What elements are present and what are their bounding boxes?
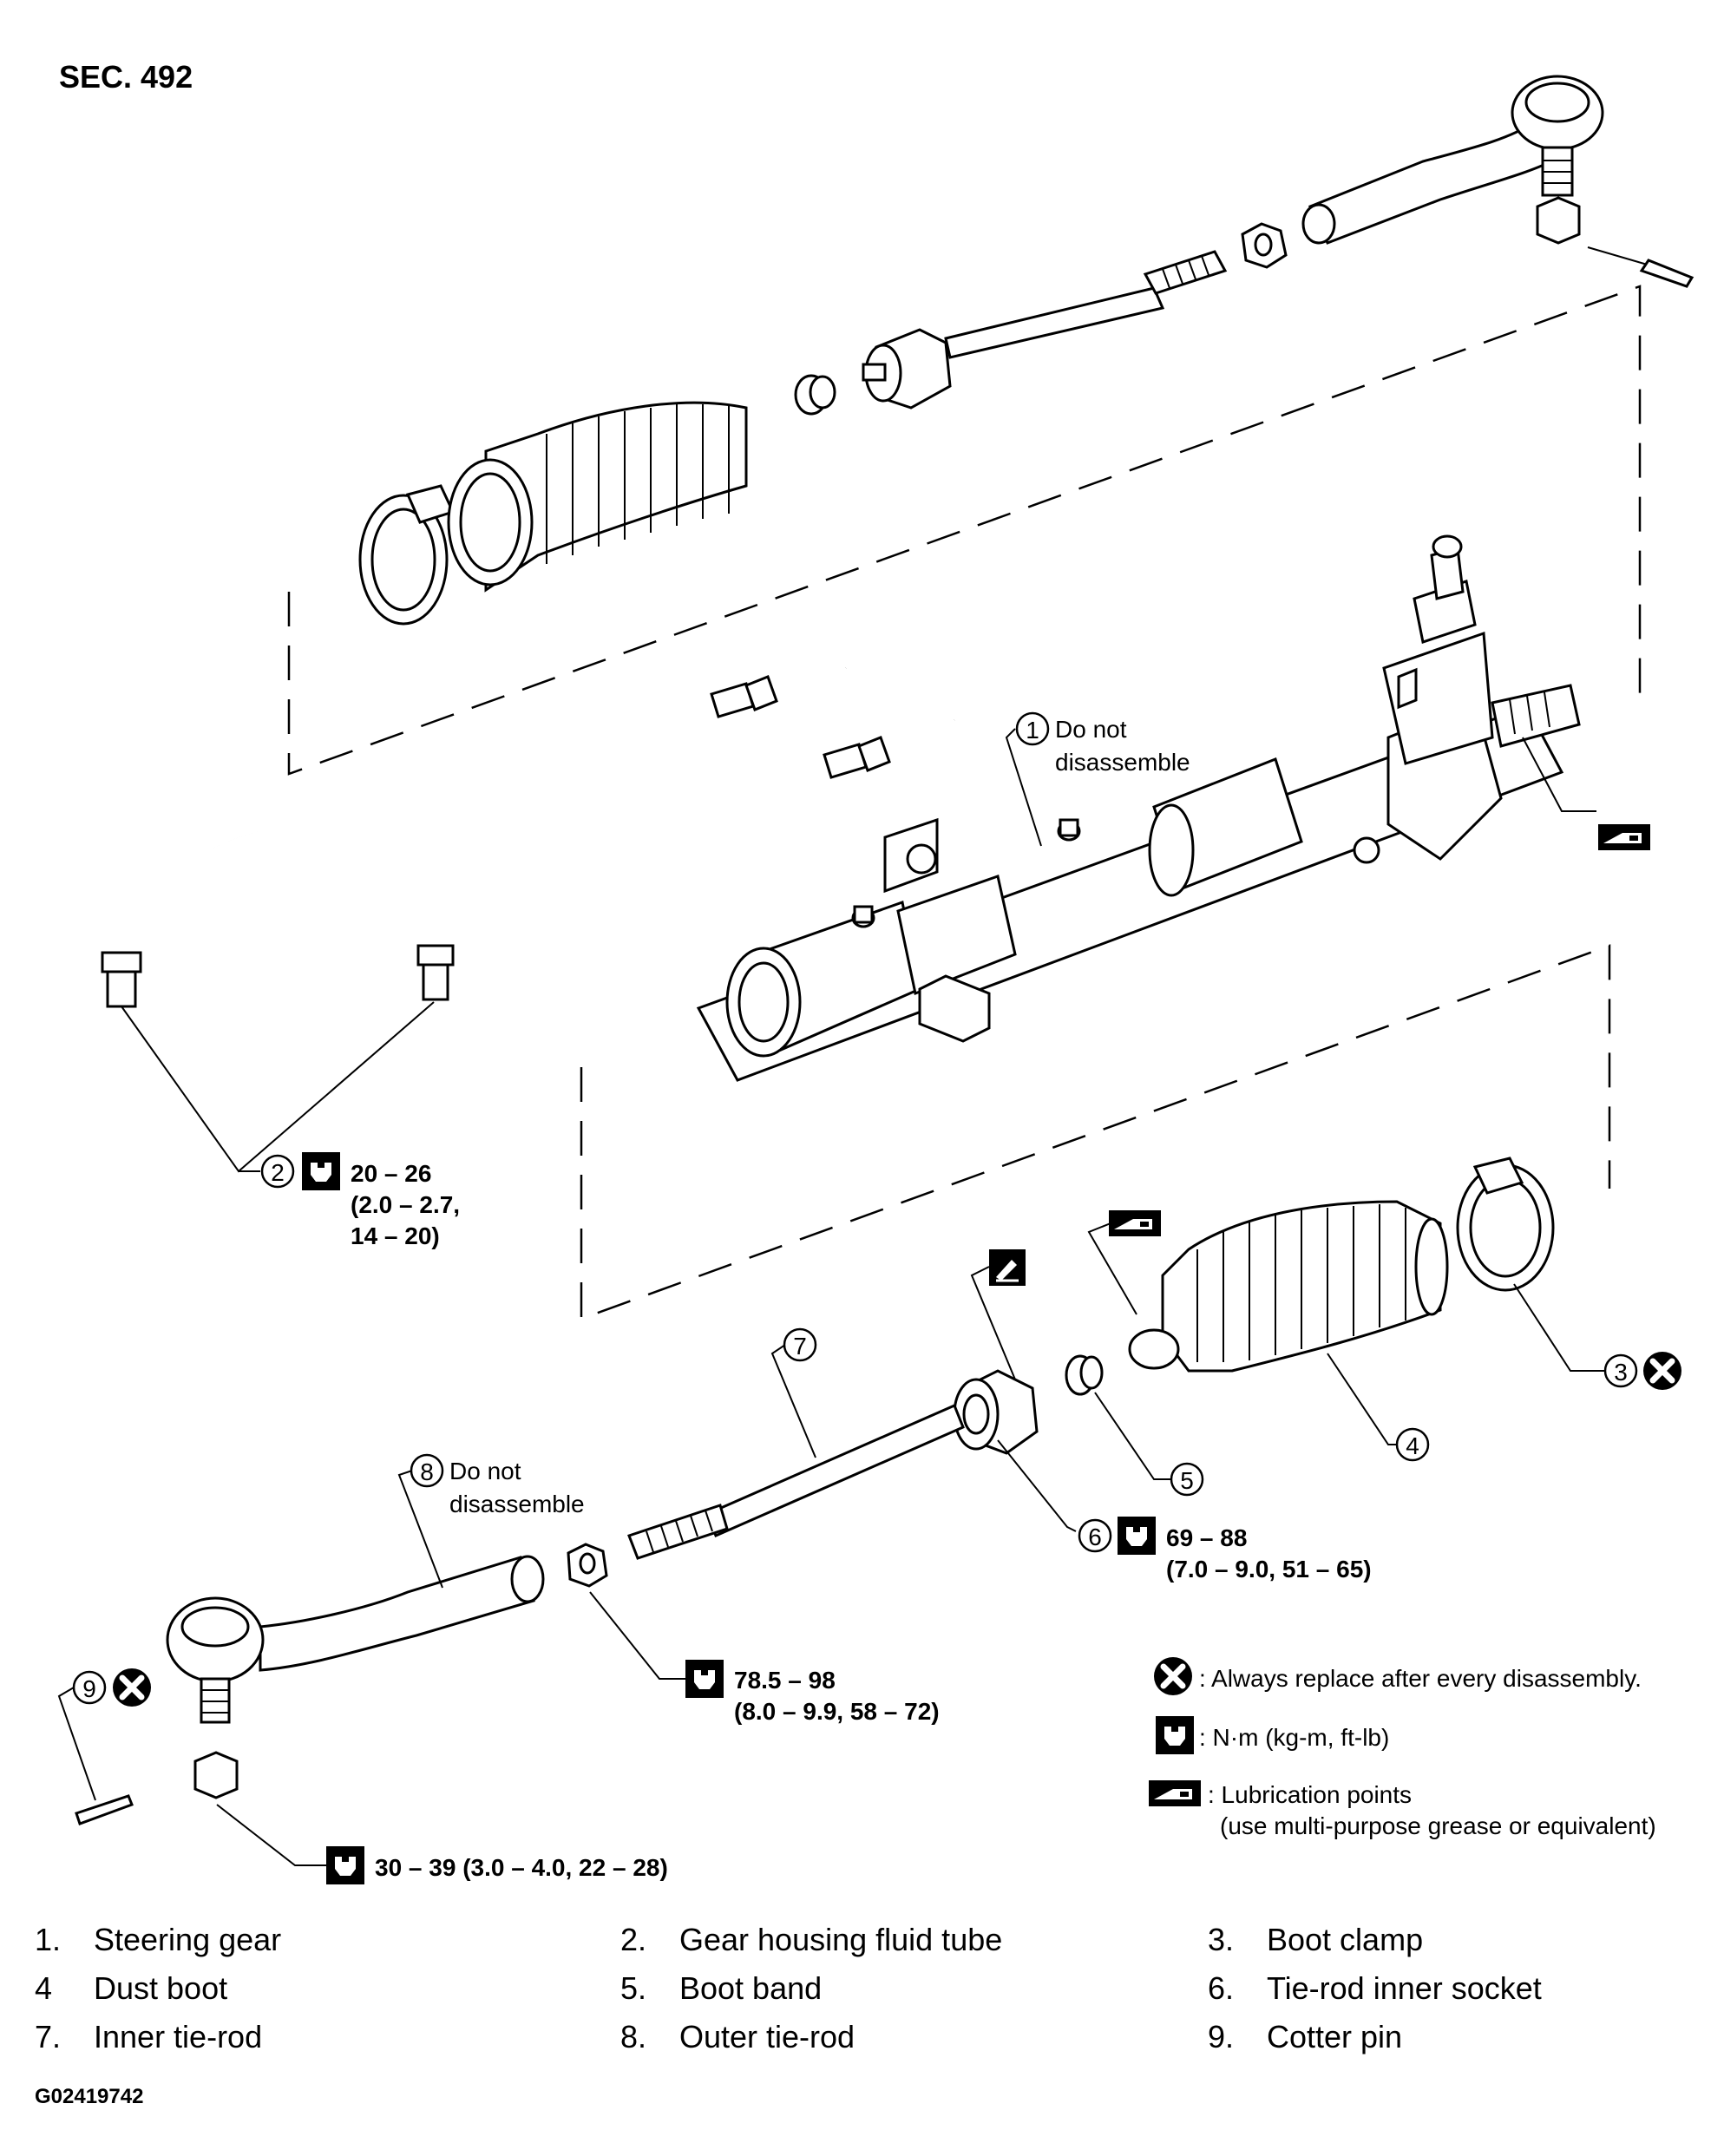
legend: : Always replace after every disassembly… bbox=[1149, 1657, 1656, 1839]
x-circle-icon bbox=[113, 1668, 151, 1707]
figure-code: G02419742 bbox=[35, 2085, 144, 2108]
wrench-torque-icon bbox=[326, 1846, 364, 1884]
upper-cotter-pin bbox=[1587, 246, 1695, 288]
svg-text:5: 5 bbox=[1180, 1467, 1194, 1494]
callout-4: 4 bbox=[1395, 1427, 1430, 1462]
parts-list-item: 8.Outer tie-rod bbox=[620, 2019, 855, 2054]
svg-text:78.5 – 98: 78.5 – 98 bbox=[734, 1667, 836, 1694]
gear-housing-fluid-tube bbox=[101, 667, 956, 1008]
svg-text:disassemble: disassemble bbox=[449, 1491, 585, 1517]
callout-7: 7 bbox=[783, 1327, 817, 1362]
wrench-torque-icon bbox=[1156, 1716, 1194, 1754]
legend-lube-note: (use multi-purpose grease or equivalent) bbox=[1220, 1812, 1656, 1839]
svg-text:14 – 20): 14 – 20) bbox=[351, 1222, 440, 1249]
lower-boot-band bbox=[1065, 1354, 1104, 1396]
upper-inner-tie-rod bbox=[944, 250, 1228, 359]
svg-text:3: 3 bbox=[1614, 1359, 1628, 1386]
grease-gun-icon bbox=[1598, 824, 1650, 850]
callout-2: 2 20 – 26 (2.0 – 2.7, 14 – 20) bbox=[260, 1152, 460, 1249]
svg-text:Do not: Do not bbox=[449, 1458, 521, 1484]
wrench-torque-icon bbox=[685, 1660, 724, 1698]
lower-inner-tie-rod bbox=[627, 1404, 965, 1560]
legend-lube: : Lubrication points bbox=[1208, 1781, 1412, 1808]
lower-outer-tie-rod bbox=[166, 1555, 545, 1799]
parts-list-item: 7.Inner tie-rod bbox=[35, 2019, 263, 2054]
parts-list-item: 3.Boot clamp bbox=[1208, 1922, 1424, 1957]
grease-gun-icon bbox=[1149, 1780, 1201, 1806]
parts-list-item: 6.Tie-rod inner socket bbox=[1208, 1970, 1542, 2006]
section-label: SEC. 492 bbox=[59, 59, 193, 95]
wrench-torque-icon bbox=[1118, 1517, 1156, 1555]
svg-text:20 – 26: 20 – 26 bbox=[351, 1160, 431, 1187]
wrench-torque-icon bbox=[302, 1152, 340, 1190]
lower-boot-clamp bbox=[1456, 1157, 1555, 1292]
svg-text:30 – 39 (3.0 – 4.0, 22 – 28): 30 – 39 (3.0 – 4.0, 22 – 28) bbox=[375, 1854, 668, 1881]
upper-outer-tie-rod bbox=[1301, 75, 1604, 245]
leader-lines bbox=[57, 728, 1605, 1866]
upper-lock-nut bbox=[1241, 222, 1288, 269]
upper-boot-band bbox=[794, 374, 836, 416]
lower-cotter-pin bbox=[75, 1794, 134, 1825]
svg-text:6: 6 bbox=[1088, 1524, 1102, 1550]
svg-text:(8.0 – 9.9, 58 – 72): (8.0 – 9.9, 58 – 72) bbox=[734, 1698, 940, 1725]
lower-dust-boot bbox=[1128, 1200, 1449, 1373]
sealant-icon bbox=[987, 1248, 1027, 1288]
parts-list-item: 1.Steering gear bbox=[35, 1922, 282, 1957]
svg-text:8: 8 bbox=[420, 1458, 434, 1485]
svg-text:(2.0 – 2.7,: (2.0 – 2.7, bbox=[351, 1191, 460, 1218]
upper-inner-socket bbox=[862, 328, 952, 410]
lower-inner-socket bbox=[953, 1369, 1039, 1455]
callout-5: 5 bbox=[1170, 1462, 1204, 1497]
x-circle-icon bbox=[1154, 1657, 1192, 1695]
assembly-guide-lines bbox=[287, 285, 1642, 1320]
svg-text:1: 1 bbox=[1026, 717, 1039, 744]
callout-3: 3 bbox=[1603, 1352, 1681, 1390]
svg-text:2: 2 bbox=[271, 1159, 285, 1186]
steering-gear bbox=[696, 534, 1581, 1082]
callout-8: 8 Do not disassemble bbox=[410, 1453, 585, 1517]
svg-text:69 – 88: 69 – 88 bbox=[1166, 1524, 1247, 1551]
legend-torque: : N·m (kg-m, ft-lb) bbox=[1199, 1724, 1389, 1751]
parts-list-item: 9.Cotter pin bbox=[1208, 2019, 1403, 2054]
callout-9: 9 bbox=[72, 1668, 151, 1707]
svg-text:(7.0 – 9.0, 51 – 65): (7.0 – 9.0, 51 – 65) bbox=[1166, 1556, 1372, 1583]
svg-text:7: 7 bbox=[793, 1333, 807, 1360]
svg-text:9: 9 bbox=[82, 1675, 96, 1702]
callout-1: 1 Do not disassemble bbox=[1015, 711, 1190, 776]
lower-lock-nut bbox=[567, 1543, 608, 1588]
torque-lock-nut: 78.5 – 98 (8.0 – 9.9, 58 – 72) bbox=[685, 1660, 940, 1725]
parts-list-item: 2.Gear housing fluid tube bbox=[620, 1922, 1003, 1957]
upper-dust-boot bbox=[447, 401, 748, 593]
svg-text:4: 4 bbox=[1406, 1432, 1419, 1459]
svg-text:disassemble: disassemble bbox=[1055, 749, 1190, 776]
torque-castle-nut: 30 – 39 (3.0 – 4.0, 22 – 28) bbox=[326, 1846, 668, 1884]
upper-boot-clamp bbox=[358, 484, 456, 626]
grease-gun-icon bbox=[1109, 1210, 1161, 1236]
callout-6: 6 69 – 88 (7.0 – 9.0, 51 – 65) bbox=[1078, 1517, 1372, 1583]
legend-replace: : Always replace after every disassembly… bbox=[1199, 1665, 1642, 1692]
x-circle-icon bbox=[1643, 1352, 1681, 1390]
parts-list-item: 5.Boot band bbox=[620, 1970, 823, 2006]
svg-text:Do not: Do not bbox=[1055, 716, 1127, 743]
